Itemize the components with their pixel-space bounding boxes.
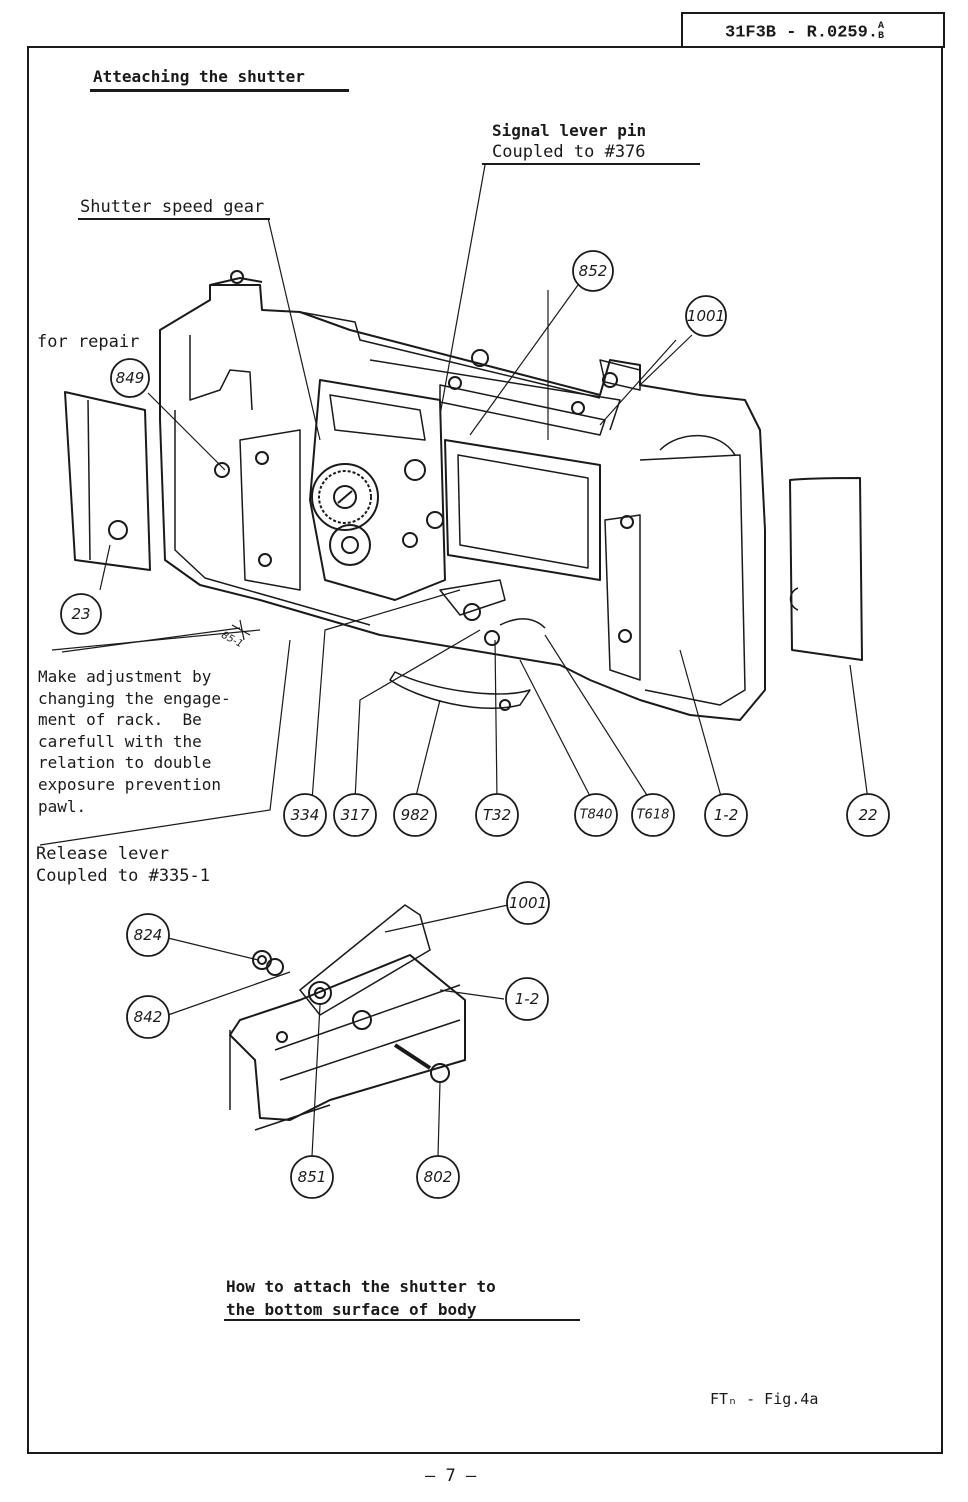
for-repair-label: for repair (37, 332, 140, 352)
part-bubble-1001 (685, 295, 727, 337)
adjustment-note-line-6: exposure prevention (38, 774, 222, 794)
signal-lever-pin-label: Signal lever pin (492, 121, 647, 140)
part-bubble-852 (572, 250, 614, 292)
part-number-t32: T32 (483, 806, 511, 824)
part-number-1001-detail: 1001 (509, 894, 547, 912)
part-number-849: 849 (116, 369, 145, 387)
part-number-824: 824 (134, 926, 163, 944)
part-bubble-t618 (631, 793, 675, 837)
section-title-underline (90, 89, 349, 92)
part-bubble-842 (126, 995, 170, 1039)
part-number-t618: T618 (637, 808, 670, 823)
shutter-speed-gear-underline (78, 218, 270, 220)
part-bubble-23 (60, 593, 102, 635)
part-number-1-2: 1-2 (714, 806, 739, 824)
adjustment-note-line-4: carefull with the (38, 731, 202, 751)
part-number-317: 317 (341, 806, 370, 824)
adjustment-note-line-3: ment of rack. Be (38, 710, 202, 730)
part-bubble-22 (846, 793, 890, 837)
page-number: — 7 — (425, 1466, 477, 1486)
part-bubble-317 (333, 793, 377, 837)
part-number-851: 851 (298, 1168, 327, 1186)
document-code-box (681, 12, 945, 48)
part-number-982: 982 (401, 806, 430, 824)
part-bubble-982 (393, 793, 437, 837)
part-number-t840: T840 (580, 808, 613, 823)
part-bubble-1001-detail (506, 881, 550, 925)
page-frame (27, 46, 943, 1454)
adjustment-note-line-1: Make adjustment by (38, 667, 212, 686)
signal-lever-underline (482, 163, 700, 165)
part-number-1001: 1001 (687, 307, 725, 325)
figure-reference: FTₙ - Fig.4a (710, 1390, 819, 1408)
part-bubble-851 (290, 1155, 334, 1199)
part-number-22: 22 (858, 806, 877, 824)
part-bubble-334 (283, 793, 327, 837)
adjustment-note-line-7: pawl. (38, 796, 87, 816)
part-number-1-2-detail: 1-2 (515, 990, 540, 1008)
adjustment-note-line-2: changing the engage- (38, 688, 231, 708)
release-lever-coupled-label: Coupled to #335-1 (36, 866, 210, 886)
shutter-speed-gear-label: Shutter speed gear (80, 197, 265, 217)
document-code-sup: A (878, 21, 885, 32)
document-code-sub: B (878, 31, 885, 42)
detail-caption-underline (224, 1319, 580, 1321)
part-bubble-1-2-detail (505, 977, 549, 1021)
release-lever-label: Release lever (36, 844, 170, 864)
part-bubble-1-2 (704, 793, 748, 837)
part-bubble-802 (416, 1155, 460, 1199)
part-bubble-824 (126, 913, 170, 957)
detail-caption-line-1: How to attach the shutter to (226, 1277, 496, 1296)
document-code-text: 31F3B - R.0259. (725, 23, 879, 43)
adjustment-note: Make adjustment by changing the engage- … (38, 666, 231, 817)
part-number-842: 842 (134, 1008, 163, 1026)
part-number-334: 334 (291, 806, 320, 824)
part-number-802: 802 (424, 1168, 453, 1186)
part-bubble-t32 (475, 793, 519, 837)
part-bubble-t840 (574, 793, 618, 837)
part-number-852: 852 (579, 262, 608, 280)
rack-mark-label: 85-1 (219, 630, 244, 650)
signal-lever-coupled-label: Coupled to #376 (492, 142, 646, 162)
part-bubble-849 (110, 358, 150, 398)
section-title: Atteaching the shutter (93, 67, 305, 86)
part-number-23: 23 (71, 605, 90, 623)
adjustment-note-line-5: relation to double (38, 753, 212, 773)
detail-caption-line-2: the bottom surface of body (226, 1300, 477, 1319)
